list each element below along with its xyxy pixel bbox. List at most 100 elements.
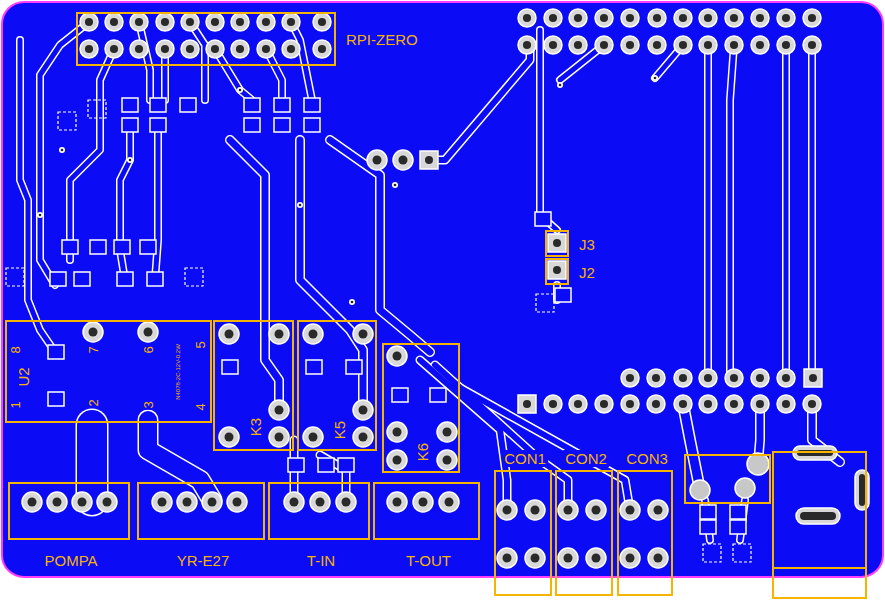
drill-hole	[549, 14, 557, 22]
drill-hole	[373, 156, 382, 165]
silkscreen-outline	[773, 452, 866, 598]
square-pad	[548, 234, 566, 252]
drill-hole	[316, 498, 325, 507]
through-hole-pad	[751, 36, 769, 54]
drill-hole	[653, 41, 661, 49]
through-hole-pad	[231, 13, 249, 31]
through-hole-pad	[647, 395, 665, 413]
copper-trace	[291, 22, 312, 100]
smd-pad	[430, 388, 446, 402]
smd-pad	[306, 360, 322, 374]
through-hole-pad	[544, 395, 562, 413]
unplaced-pad	[536, 294, 554, 312]
reference-designator: K3	[247, 416, 264, 438]
through-hole-pad	[387, 422, 407, 442]
component-outline: YR-E27	[137, 482, 265, 540]
drill-hole	[782, 400, 790, 408]
drill-hole	[523, 14, 531, 22]
smd-pad	[50, 272, 66, 286]
drill-hole	[756, 14, 764, 22]
through-hole-pad	[525, 500, 545, 520]
pin-number: 6	[142, 345, 155, 354]
through-hole-pad	[648, 36, 666, 54]
component-outline: K3	[213, 320, 294, 451]
copper-trace	[429, 45, 530, 160]
through-hole-pad	[803, 9, 821, 27]
through-hole-pad	[525, 548, 545, 568]
drill-hole	[592, 506, 601, 515]
smd-pad	[222, 360, 238, 374]
unplaced-pad	[733, 544, 751, 562]
pin-number: 4	[194, 402, 207, 411]
drill-hole	[78, 498, 87, 507]
smd-pad	[150, 118, 166, 132]
drill-hole	[211, 18, 219, 26]
through-hole-pad	[138, 322, 158, 342]
copper-trace	[70, 49, 114, 260]
drill-hole	[287, 45, 295, 53]
smd-pad	[48, 345, 64, 359]
drill-hole	[808, 14, 816, 22]
through-hole-pad	[219, 427, 239, 447]
drill-hole	[443, 456, 452, 465]
through-hole-pad	[569, 36, 587, 54]
through-hole-pad	[647, 369, 665, 387]
through-hole-pad	[586, 500, 606, 520]
drill-hole	[679, 41, 687, 49]
pin-number: 2	[87, 398, 100, 407]
through-hole-pad	[586, 548, 606, 568]
part-value: N4078-2C-12V-0.2W	[175, 343, 181, 401]
via	[392, 182, 398, 188]
through-hole-pad	[674, 36, 692, 54]
drill-hole	[782, 374, 790, 382]
via-hole	[394, 184, 397, 187]
through-hole-pad	[725, 395, 743, 413]
through-hole-pad	[595, 9, 613, 27]
drill-hole	[399, 156, 408, 165]
through-hole-pad	[231, 40, 249, 58]
silkscreen-outline	[685, 455, 770, 503]
through-hole-pad	[595, 36, 613, 54]
drill-hole	[730, 374, 738, 382]
through-hole-pad	[674, 369, 692, 387]
drill-hole	[679, 374, 687, 382]
via	[297, 202, 303, 208]
through-hole-pad	[303, 427, 323, 447]
drill-hole	[186, 45, 194, 53]
through-hole-pad	[648, 500, 668, 520]
copper-trace	[148, 420, 212, 500]
drill-hole	[318, 45, 326, 53]
component-outline: J3	[545, 230, 569, 257]
drill-hole	[144, 328, 153, 337]
drill-hole	[679, 400, 687, 408]
through-hole-pad	[269, 427, 289, 447]
component-outline: CON2	[555, 470, 613, 596]
via	[37, 212, 43, 218]
smd-pad	[140, 240, 156, 254]
drill-hole	[85, 18, 93, 26]
via-hole	[129, 159, 132, 162]
via-hole	[559, 84, 562, 87]
through-hole-pad	[202, 492, 222, 512]
drill-hole	[262, 45, 270, 53]
through-hole-pad	[699, 9, 717, 27]
drill-hole	[309, 330, 318, 339]
drill-hole	[730, 400, 738, 408]
drill-hole	[275, 330, 284, 339]
drill-hole	[236, 45, 244, 53]
drill-hole	[233, 498, 242, 507]
square-pad	[548, 261, 566, 279]
drill-hole	[626, 554, 635, 563]
smd-pad	[244, 118, 260, 132]
through-hole-pad	[257, 40, 275, 58]
component-outline: POMPA	[8, 482, 130, 540]
reference-designator: T-OUT	[404, 552, 453, 569]
drill-hole	[318, 18, 326, 26]
smd-pad	[74, 272, 90, 286]
square-pad	[518, 395, 536, 413]
through-hole-pad	[105, 40, 123, 58]
drill-hole	[425, 156, 433, 164]
reference-designator: K6	[414, 441, 431, 463]
